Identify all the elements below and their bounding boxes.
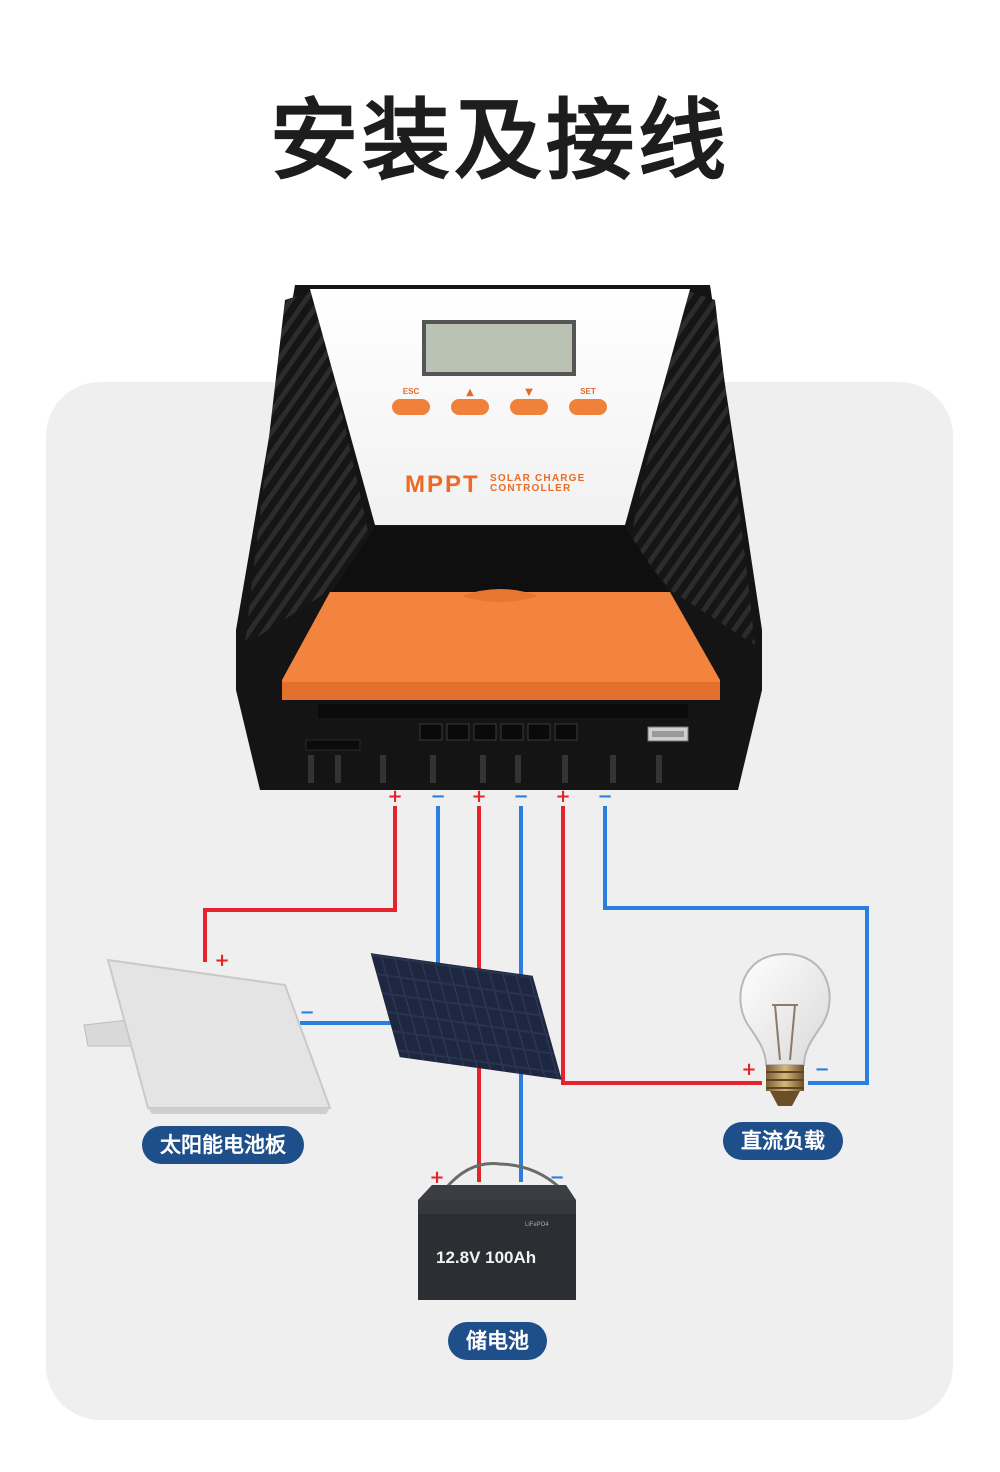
up-label: ▲: [466, 387, 474, 398]
terminal-5-sign: +: [555, 786, 570, 807]
charge-controller: ESC ▲ ▼ SET MPPT SOLAR CHARGE CONTROLLER: [236, 285, 762, 790]
up-button: [451, 399, 489, 415]
solar-panel-label: 太阳能电池板: [142, 1126, 304, 1164]
battery-chem: LiFePO4: [525, 1222, 549, 1228]
page-title: 安装及接线: [269, 89, 730, 192]
terminal-3-sign: +: [471, 786, 486, 807]
battery: 12.8V 100Ah LiFePO4: [418, 1162, 576, 1300]
load-minus-sign: −: [814, 1059, 829, 1080]
battery-label: 储电池: [448, 1322, 547, 1360]
battery-plus-sign: +: [429, 1167, 444, 1188]
load-negative-wire: [603, 806, 869, 1085]
down-button: [510, 399, 548, 415]
esc-button: [392, 399, 430, 415]
load-label: 直流负载: [723, 1122, 843, 1160]
brand-line2: CONTROLLER: [490, 483, 571, 494]
terminal-1-sign: +: [387, 786, 402, 807]
set-label: SET: [580, 387, 596, 396]
terminal-6-sign: −: [597, 786, 612, 807]
battery-rating: 12.8V 100Ah: [436, 1248, 536, 1267]
brand-line1: SOLAR CHARGE: [490, 473, 586, 484]
brand-text: MPPT: [405, 471, 480, 498]
light-bulb: [739, 952, 831, 1106]
esc-label: ESC: [403, 387, 420, 396]
solar-minus-sign: −: [299, 1002, 314, 1023]
set-button: [569, 399, 607, 415]
down-label: ▼: [525, 387, 533, 398]
solar-panel: [83, 953, 562, 1114]
load-plus-sign: +: [741, 1059, 756, 1080]
battery-minus-sign: −: [549, 1167, 564, 1188]
terminal-2-sign: −: [430, 786, 445, 807]
solar-plus-sign: +: [214, 950, 229, 971]
terminal-4-sign: −: [513, 786, 528, 807]
solar-positive-wire: [203, 806, 397, 962]
load-positive-wire: [561, 806, 762, 1085]
